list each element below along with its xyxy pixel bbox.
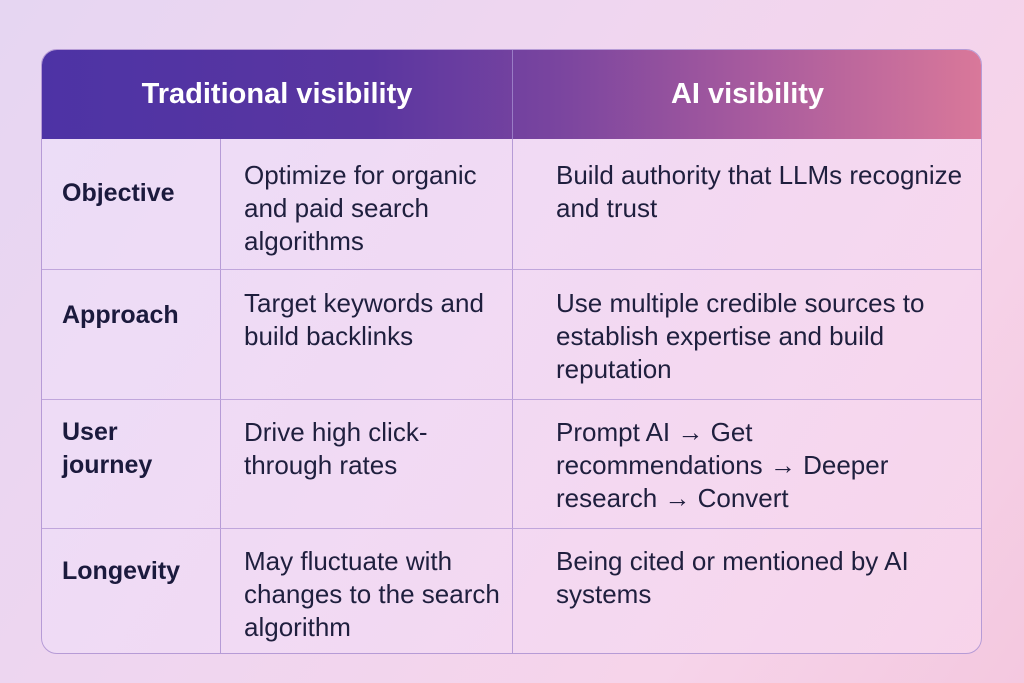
table-row-approach: Approach Target keywords and build backl… xyxy=(42,269,981,399)
traditional-cell: Optimize for organic and paid search alg… xyxy=(244,160,477,256)
traditional-cell: May fluctuate with changes to the search… xyxy=(244,546,500,642)
row-label: User journey xyxy=(62,418,153,479)
row-divider xyxy=(42,269,981,270)
table-row-longevity: Longevity May fluctuate with changes to … xyxy=(42,528,981,653)
header-traditional-visibility: Traditional visibility xyxy=(141,78,413,110)
header-divider xyxy=(512,50,513,139)
traditional-cell: Target keywords and build backlinks xyxy=(244,288,484,351)
row-label: Objective xyxy=(62,179,175,207)
ai-cell: Prompt AI → Get recommendations → Deeper… xyxy=(556,417,889,513)
header-ai-visibility: AI visibility xyxy=(670,78,825,110)
row-label: Longevity xyxy=(62,557,181,585)
comparison-table: Traditional visibility AI visibility Obj… xyxy=(41,49,982,654)
row-divider xyxy=(42,528,981,529)
table-header: Traditional visibility AI visibility xyxy=(42,50,981,139)
ai-cell: Build authority that LLMs recognize and … xyxy=(556,160,963,223)
traditional-cell: Drive high click-through rates xyxy=(244,417,428,480)
table-row-user-journey: User journey Drive high click-through ra… xyxy=(42,399,981,528)
ai-cell: Use multiple credible sources to establi… xyxy=(556,288,925,384)
row-divider xyxy=(42,399,981,400)
column-divider-1 xyxy=(220,139,221,653)
table-row-objective: Objective Optimize for organic and paid … xyxy=(42,139,981,269)
column-divider-2 xyxy=(512,139,513,653)
row-label: Approach xyxy=(62,301,179,329)
ai-cell: Being cited or mentioned by AI systems xyxy=(556,546,909,609)
